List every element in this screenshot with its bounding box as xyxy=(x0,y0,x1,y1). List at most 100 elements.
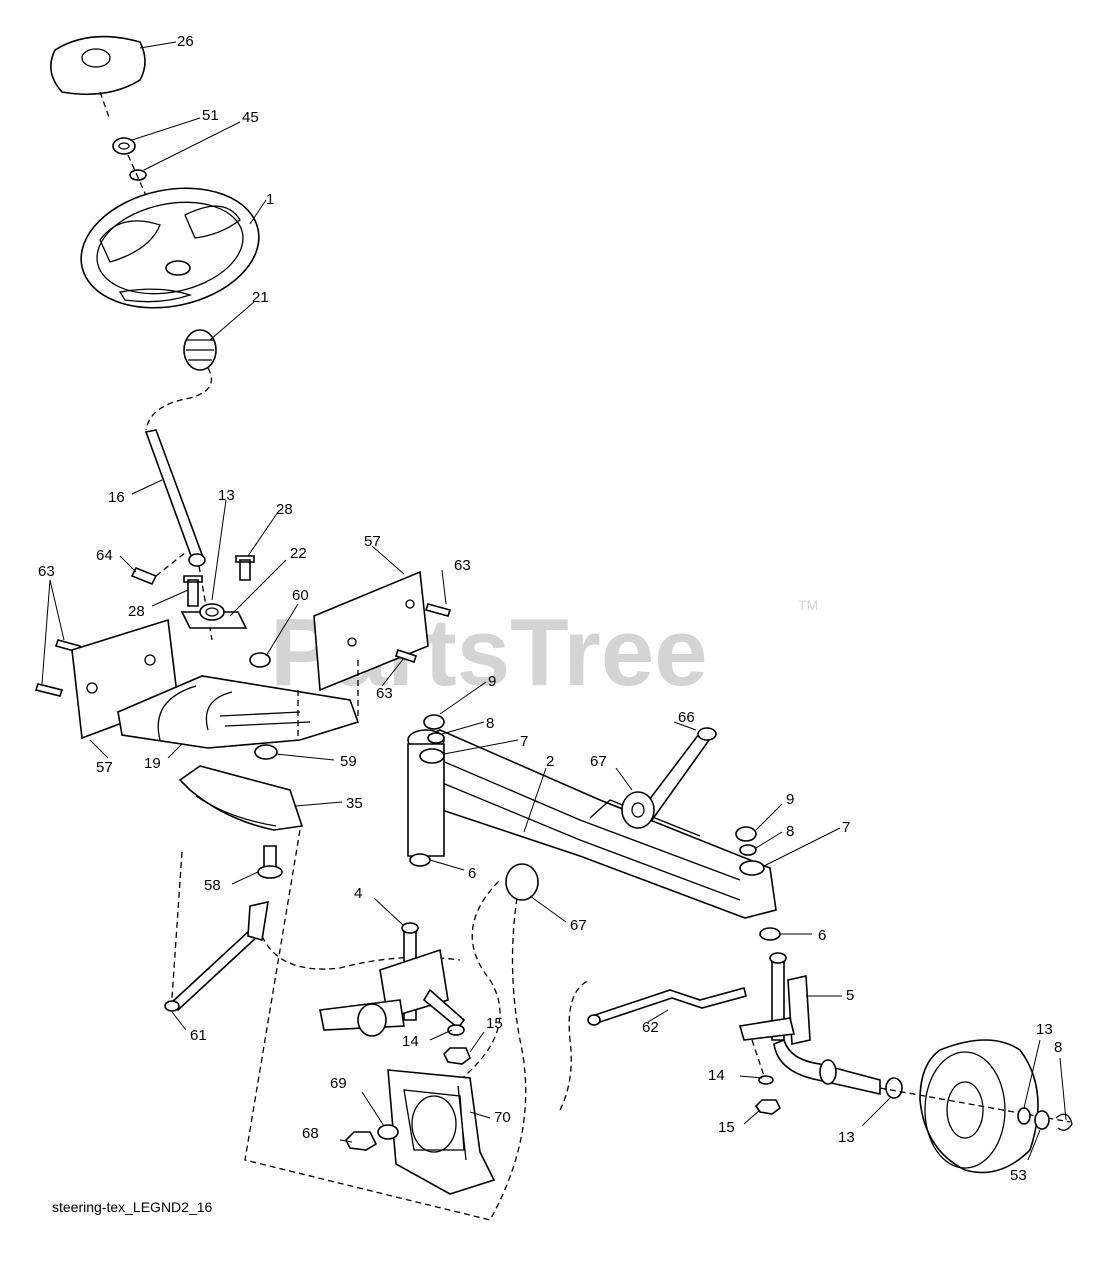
route-line xyxy=(459,879,501,1081)
washer xyxy=(254,744,278,760)
sector-gear xyxy=(178,765,304,831)
washer xyxy=(758,1075,774,1085)
front-axle xyxy=(407,729,777,919)
callout-8: 8 xyxy=(1054,1039,1062,1056)
cap xyxy=(735,826,757,842)
tie-rod xyxy=(587,987,747,1026)
drag-link-axis-line xyxy=(171,851,183,999)
callout-62: 62 xyxy=(642,1019,659,1036)
cap xyxy=(423,714,445,730)
retaining-clip xyxy=(1055,1113,1073,1131)
callout-70: 70 xyxy=(494,1109,511,1126)
pivot-bushing xyxy=(505,863,539,901)
callout-58: 58 xyxy=(204,877,221,894)
diagram-caption: steering-tex_LEGND2_16 xyxy=(52,1199,213,1215)
callout-68: 68 xyxy=(302,1125,319,1142)
nut xyxy=(754,1099,782,1115)
drag-link xyxy=(164,900,269,1012)
callout-13: 13 xyxy=(1036,1021,1053,1038)
bolt xyxy=(424,603,452,617)
right-spindle xyxy=(738,952,881,1096)
callout-26: 26 xyxy=(177,33,194,50)
callout-45: 45 xyxy=(242,109,259,126)
washer xyxy=(739,844,757,856)
bushing xyxy=(759,927,781,941)
callout-6: 6 xyxy=(818,927,826,944)
callout-4: 4 xyxy=(354,885,362,902)
bolt xyxy=(257,845,283,879)
callout-9: 9 xyxy=(786,791,794,808)
mounting-bracket xyxy=(180,603,248,629)
callout-1: 1 xyxy=(266,191,274,208)
route-line xyxy=(261,935,461,970)
callout-7: 7 xyxy=(842,819,850,836)
right-support-plate xyxy=(313,570,429,692)
callout-60: 60 xyxy=(292,587,309,604)
callout-9: 9 xyxy=(488,673,496,690)
callout-14: 14 xyxy=(402,1033,419,1050)
washer xyxy=(1034,1110,1050,1130)
nut xyxy=(112,137,136,155)
callout-67: 67 xyxy=(590,753,607,770)
washer xyxy=(129,169,147,181)
watermark-trademark: TM xyxy=(798,597,818,613)
bushing xyxy=(409,853,431,867)
bolt xyxy=(183,575,203,607)
callout-6: 6 xyxy=(468,865,476,882)
callout-15: 15 xyxy=(486,1015,503,1032)
route-line xyxy=(559,979,591,1111)
bolt xyxy=(394,648,418,664)
bushing xyxy=(419,748,445,764)
callout-5: 5 xyxy=(846,987,854,1004)
callout-13: 13 xyxy=(218,487,235,504)
callout-61: 61 xyxy=(190,1027,207,1044)
bolt xyxy=(235,555,255,581)
callout-15: 15 xyxy=(718,1119,735,1136)
route-line xyxy=(244,829,527,1221)
bolt xyxy=(345,1131,378,1151)
nut xyxy=(249,652,271,668)
callout-63: 63 xyxy=(38,563,55,580)
callout-53: 53 xyxy=(1010,1167,1027,1184)
callout-28: 28 xyxy=(276,501,293,518)
callout-21: 21 xyxy=(252,289,269,306)
front-bracket xyxy=(387,1069,496,1195)
callout-67: 67 xyxy=(570,917,587,934)
washer xyxy=(427,732,445,744)
bolt xyxy=(34,683,64,697)
callout-69: 69 xyxy=(330,1075,347,1092)
bolt-axis-line xyxy=(155,551,187,577)
bolt-head xyxy=(697,727,717,741)
steering-cap xyxy=(50,35,146,96)
callout-63: 63 xyxy=(454,557,471,574)
callout-51: 51 xyxy=(202,107,219,124)
washer xyxy=(447,1024,465,1036)
callout-22: 22 xyxy=(290,545,307,562)
washer xyxy=(1017,1107,1031,1125)
left-spindle xyxy=(319,922,466,1037)
callout-59: 59 xyxy=(340,753,357,770)
callout-labels: 26 51 45 1 21 16 13 28 22 57 63 64 28 63… xyxy=(38,33,1062,1184)
callout-35: 35 xyxy=(346,795,363,812)
washer xyxy=(377,1124,399,1140)
bolt xyxy=(130,566,158,586)
pivot-bushing xyxy=(621,791,655,829)
steering-wheel xyxy=(80,187,260,309)
washer xyxy=(885,1077,903,1099)
callout-14: 14 xyxy=(708,1067,725,1084)
steering-gear xyxy=(183,329,217,371)
callout-13: 13 xyxy=(838,1129,855,1146)
callout-8: 8 xyxy=(486,715,494,732)
callout-19: 19 xyxy=(144,755,161,772)
gear-axis-line xyxy=(145,367,213,431)
callout-57: 57 xyxy=(96,759,113,776)
callout-28: 28 xyxy=(128,603,145,620)
nut xyxy=(443,1047,471,1065)
plate-mount-line xyxy=(297,660,359,740)
cap-axis-line xyxy=(99,91,111,121)
bushing xyxy=(739,860,765,876)
callout-64: 64 xyxy=(96,547,113,564)
callout-2: 2 xyxy=(546,753,554,770)
callout-7: 7 xyxy=(520,733,528,750)
